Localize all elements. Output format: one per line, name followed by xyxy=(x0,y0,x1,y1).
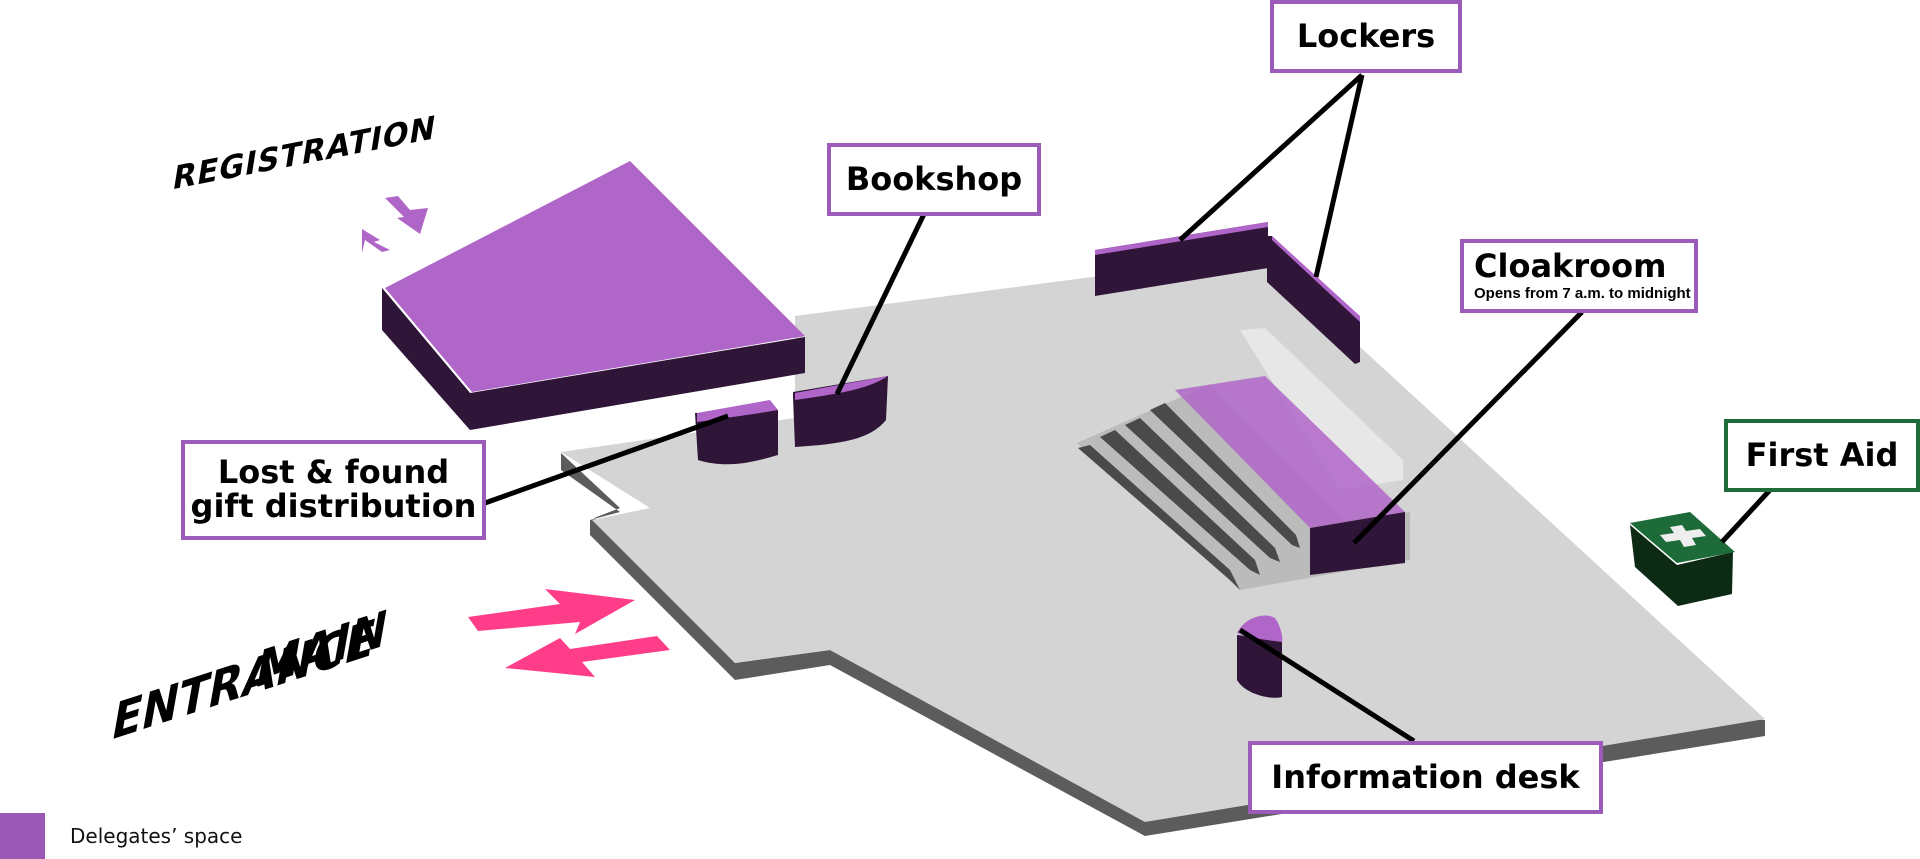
cloakroom-label-text: Cloakroom xyxy=(1474,246,1667,285)
lost-found-label[interactable]: Lost & found gift distribution xyxy=(181,440,486,540)
leader-lockers-left xyxy=(1178,73,1364,242)
registration-block[interactable] xyxy=(382,161,805,430)
leader-first-aid xyxy=(1720,488,1772,544)
cloakroom-label[interactable]: Cloakroom Opens from 7 a.m. to midnight xyxy=(1460,239,1698,313)
registration-arrows-icon xyxy=(362,196,428,253)
legend: Delegates’ space xyxy=(0,813,242,859)
cloakroom-hours: Opens from 7 a.m. to midnight xyxy=(1474,285,1691,303)
information-desk-label-text: Information desk xyxy=(1271,757,1580,796)
lost-found-block[interactable] xyxy=(695,400,778,465)
legend-label-delegates-space: Delegates’ space xyxy=(70,824,243,848)
lost-found-label-line1: Lost & found xyxy=(217,453,450,492)
first-aid-label-text: First Aid xyxy=(1745,435,1899,474)
leader-lines xyxy=(484,73,1772,744)
cloakroom-block[interactable] xyxy=(1175,376,1405,575)
lost-found-label-line2: gift distribution xyxy=(190,487,477,525)
information-desk-block[interactable] xyxy=(1237,615,1283,698)
lockers-label-text: Lockers xyxy=(1296,16,1436,55)
leader-lockers-right xyxy=(1313,74,1365,278)
lockers-block-right[interactable] xyxy=(1267,236,1360,364)
leader-cloakroom xyxy=(1352,310,1584,545)
bookshop-label[interactable]: Bookshop xyxy=(827,143,1041,216)
entrance-arrows-icon xyxy=(468,589,670,677)
bookshop-label-text: Bookshop xyxy=(845,159,1023,198)
first-aid-label[interactable]: First Aid xyxy=(1724,419,1920,492)
first-aid-kit-icon[interactable] xyxy=(1630,512,1735,606)
leader-information-desk xyxy=(1238,627,1416,744)
legend-swatch-delegates-space xyxy=(0,813,45,859)
leader-bookshop xyxy=(834,212,927,396)
information-desk-label[interactable]: Information desk xyxy=(1248,741,1603,814)
lockers-label[interactable]: Lockers xyxy=(1270,0,1462,73)
floor-notch-top xyxy=(795,316,855,395)
leader-lost-found xyxy=(484,413,729,506)
